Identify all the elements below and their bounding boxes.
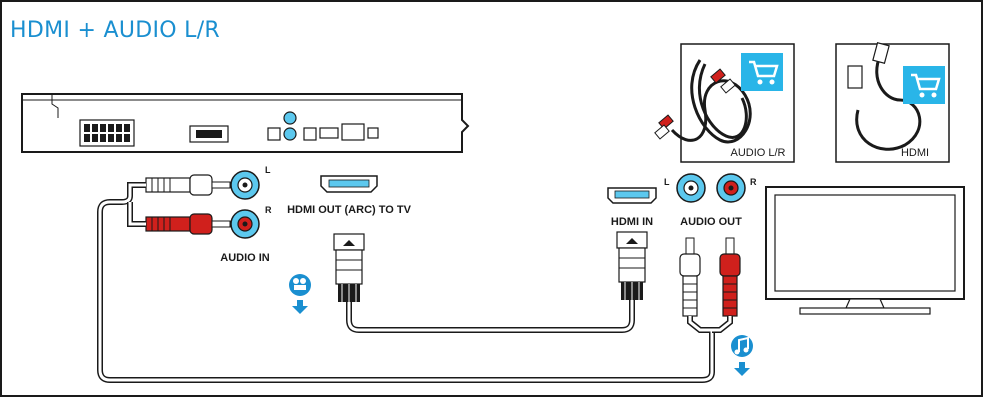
video-camera-icon — [289, 274, 311, 296]
music-note-icon — [731, 335, 753, 357]
diagram-title: HDMI + AUDIO L/R — [10, 18, 221, 43]
speaker-terminal-block — [79, 119, 135, 147]
hdmi-cable-card-label: HDMI — [901, 147, 929, 159]
audio-out-label: AUDIO OUT — [680, 216, 742, 228]
audio-out-connectors: L R AUDIO OUT — [664, 173, 757, 317]
audio-cable-card-label: AUDIO L/R — [730, 147, 785, 159]
audio-in-left-label: L — [265, 165, 271, 175]
audio-in-right-label: R — [265, 205, 272, 215]
rear-audio-jack-bottom — [283, 127, 297, 141]
home-theater-unit — [21, 93, 470, 153]
audio-cable-card[interactable]: AUDIO L/R — [654, 43, 795, 163]
audio-out-left-label: L — [664, 177, 670, 187]
white-rca-plug — [679, 237, 701, 317]
hdmi-out-plug — [333, 233, 365, 302]
white-rca-plug — [145, 174, 231, 196]
hdmi-out-label: HDMI OUT (ARC) TO TV — [287, 204, 412, 216]
shopping-cart-icon[interactable] — [741, 53, 783, 91]
shopping-cart-icon[interactable] — [903, 66, 945, 104]
red-rca-plug — [145, 213, 231, 235]
audio-out-right-label: R — [750, 177, 757, 187]
hdmi-cable-card[interactable]: HDMI — [835, 42, 950, 163]
rear-hdmi-port — [319, 127, 339, 139]
arrow-down-icon — [734, 362, 750, 376]
hdmi-in-connector: HDMI IN — [607, 187, 657, 300]
tv-icon — [765, 186, 965, 315]
audio-in-label: AUDIO IN — [220, 252, 270, 264]
rear-audio-jack-top — [283, 111, 297, 125]
hdmi-in-label: HDMI IN — [611, 216, 653, 228]
arrow-down-icon — [292, 300, 308, 314]
hdmi-cable — [346, 300, 635, 333]
hdmi-in-plug — [616, 231, 648, 300]
audio-cable — [97, 182, 733, 383]
hdmi-out-connector: HDMI OUT (ARC) TO TV — [287, 175, 412, 302]
audio-in-connectors: L R AUDIO IN — [145, 165, 272, 264]
